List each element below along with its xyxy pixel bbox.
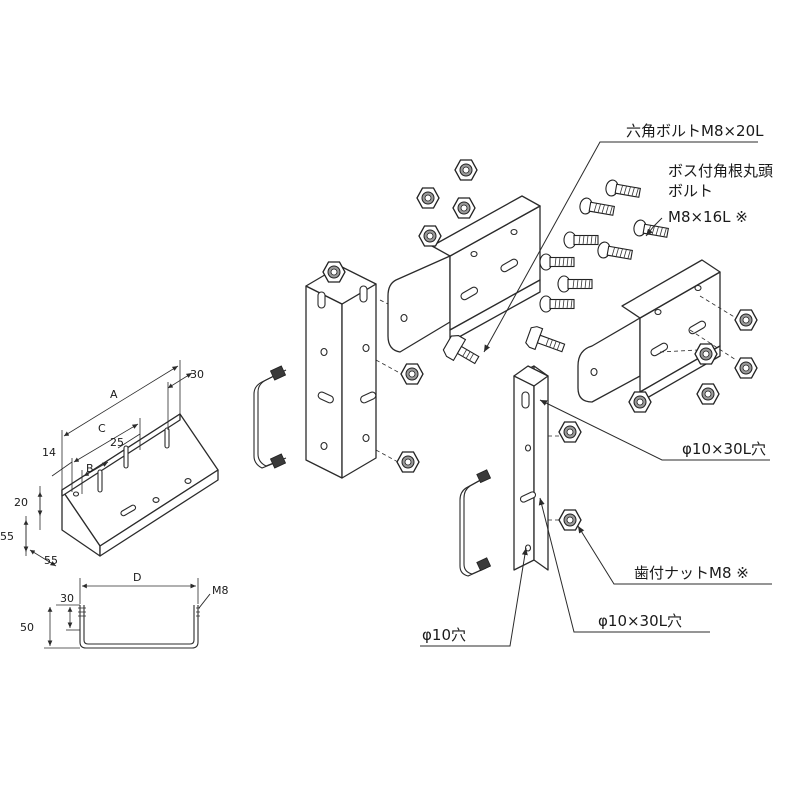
dimension-u-bolt: [44, 578, 211, 649]
label-hex-bolt: 六角ボルトM8×20L: [626, 122, 764, 140]
label-carriage-bolt-size: M8×16L ※: [668, 208, 748, 226]
upper-joint-plate: [387, 195, 541, 353]
nut-mid-upper: [400, 363, 424, 385]
nut-lower-1: [558, 421, 582, 443]
bolt-cluster: [525, 231, 599, 353]
label-slot-hole-lower: φ10×30L穴: [598, 612, 682, 630]
left-vertical-bracket: [253, 261, 401, 479]
dim-label-b: B: [86, 462, 94, 475]
dim-label-55-bottom: 55: [44, 554, 58, 567]
nut-right-5: [628, 391, 652, 413]
nut-right-2: [694, 343, 718, 365]
label-carriage-bolt-line1: ボス付角根丸頭: [668, 162, 773, 180]
nut-top-2: [416, 187, 440, 209]
dim-label-50: 50: [20, 621, 34, 634]
nut-lower-2: [558, 509, 582, 531]
dimension-angle-bracket: [23, 360, 219, 567]
label-carriage-bolt-line2: ボルト: [668, 182, 713, 200]
label-flange-nut: 歯付ナットM8 ※: [634, 564, 749, 582]
dim-label-20: 20: [14, 496, 28, 509]
nut-top-3: [452, 197, 476, 219]
nut-right-1: [734, 309, 758, 331]
nut-top-1: [454, 159, 478, 181]
carriage-bolts-m8x16: [578, 178, 670, 264]
dim-label-14: 14: [42, 446, 56, 459]
right-vertical-bracket: [459, 365, 560, 577]
dim-label-c: C: [98, 422, 106, 435]
dim-label-55-side: 55: [0, 530, 14, 543]
dim-label-d: D: [133, 571, 141, 584]
nut-right-3: [734, 357, 758, 379]
nut-mid-lower: [396, 451, 420, 473]
hex-bolt-m8x20: [442, 335, 480, 365]
dim-label-25: 25: [110, 436, 124, 449]
leader-lines: [420, 141, 772, 647]
nut-right-4: [696, 383, 720, 405]
dim-label-30-top: 30: [190, 368, 204, 381]
right-joint-plate: [577, 259, 737, 403]
label-slot-hole-upper: φ10×30L穴: [682, 440, 766, 458]
label-round-hole: φ10穴: [422, 626, 466, 644]
nut-top-4: [418, 225, 442, 247]
dim-label-a: A: [110, 388, 118, 401]
dim-label-m8: M8: [212, 584, 229, 597]
dim-label-30-ubolt: 30: [60, 592, 74, 605]
